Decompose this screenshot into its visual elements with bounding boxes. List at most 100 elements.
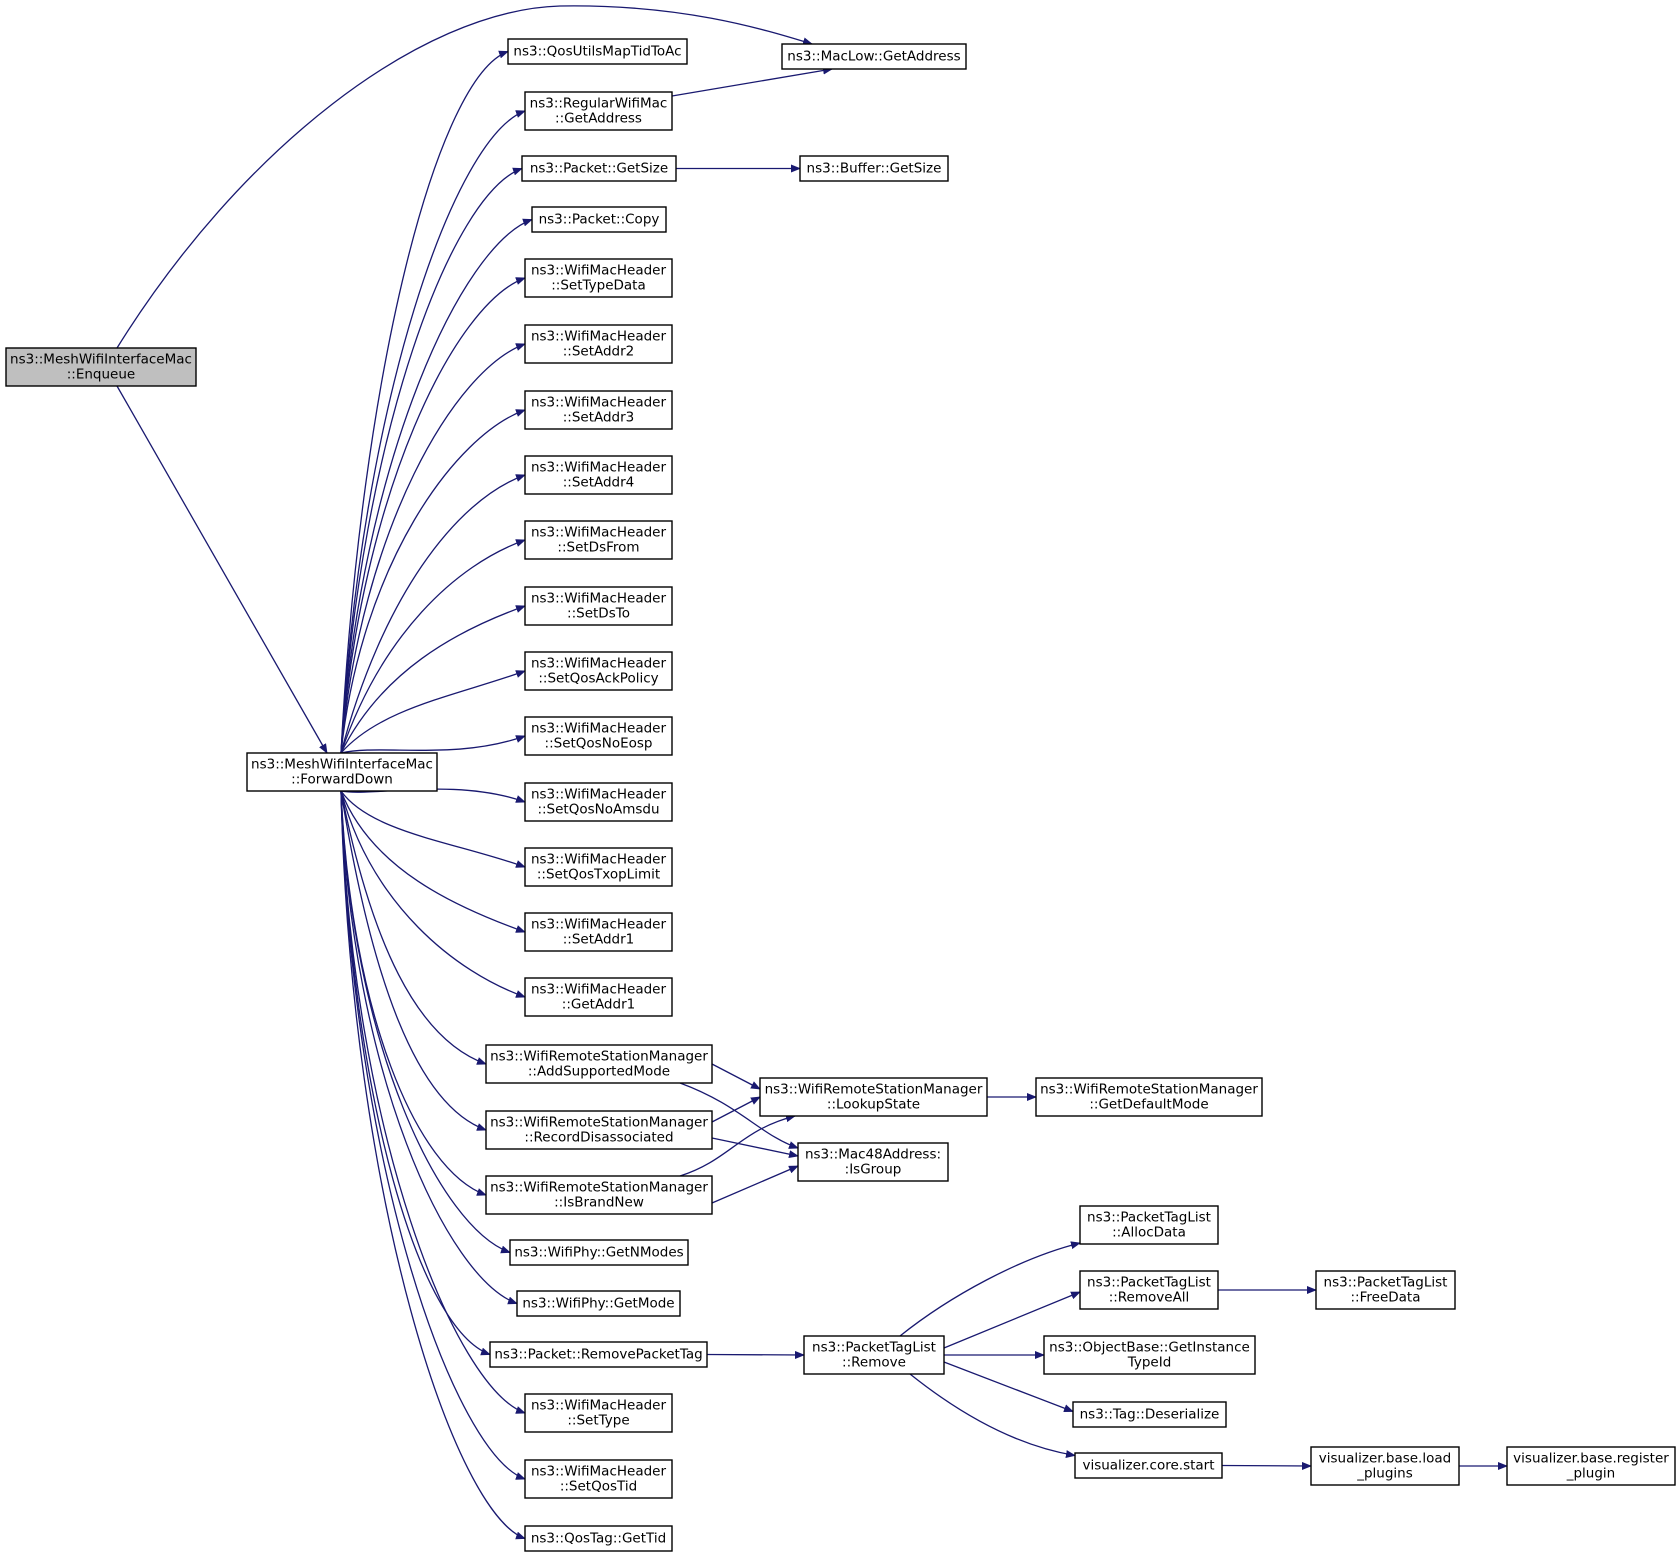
node-box[interactable]: [524, 586, 673, 626]
node-maclow_getaddress[interactable]: ns3::MacLow::GetAddress: [781, 43, 967, 70]
node-box[interactable]: [524, 1393, 673, 1433]
node-box[interactable]: [485, 1110, 713, 1150]
node-box[interactable]: [524, 847, 673, 887]
node-getaddr1[interactable]: ns3::WifiMacHeader::GetAddr1: [524, 977, 673, 1017]
node-box[interactable]: [759, 1077, 988, 1117]
node-box[interactable]: [485, 1175, 713, 1215]
node-setqosackpolicy[interactable]: ns3::WifiMacHeader::SetQosAckPolicy: [524, 651, 673, 691]
node-getmode[interactable]: ns3::WifiPhy::GetMode: [516, 1290, 681, 1317]
node-label-line: _plugin: [1566, 1466, 1616, 1482]
node-qostag_gettid[interactable]: ns3::QosTag::GetTid: [524, 1525, 673, 1552]
node-box[interactable]: [524, 455, 673, 495]
node-box[interactable]: [524, 258, 673, 298]
node-isgroup[interactable]: ns3::Mac48Address::IsGroup: [797, 1142, 949, 1182]
node-box[interactable]: [516, 1290, 681, 1317]
node-box[interactable]: [1315, 1270, 1456, 1310]
edge-regular_getaddress-to-maclow_getaddress: [671, 66, 833, 97]
node-viz_register_plugin[interactable]: visualizer.base.register_plugin: [1506, 1446, 1676, 1486]
node-qosutils[interactable]: ns3::QosUtilsMapTidToAc: [507, 38, 688, 65]
node-box[interactable]: [799, 155, 949, 182]
node-ptl_allocdata[interactable]: ns3::PacketTagList::AllocData: [1079, 1205, 1219, 1245]
node-box[interactable]: [1079, 1270, 1219, 1310]
edge-removepackettag-to-ptl_remove: [706, 1350, 805, 1359]
node-label-line: ::SetAddr4: [563, 475, 635, 491]
node-box[interactable]: [1079, 1205, 1219, 1245]
node-box[interactable]: [507, 38, 688, 65]
node-setqostid[interactable]: ns3::WifiMacHeader::SetQosTid: [524, 1459, 673, 1499]
node-box[interactable]: [524, 324, 673, 364]
node-setqosnoeosp[interactable]: ns3::WifiMacHeader::SetQosNoEosp: [524, 716, 673, 756]
node-box[interactable]: [509, 1239, 689, 1266]
node-buffer_getsize[interactable]: ns3::Buffer::GetSize: [799, 155, 949, 182]
node-setqostxoplimit[interactable]: ns3::WifiMacHeader::SetQosTxopLimit: [524, 847, 673, 887]
node-box[interactable]: [524, 1459, 673, 1499]
node-box[interactable]: [524, 91, 673, 131]
node-enqueue[interactable]: ns3::MeshWifiInterfaceMac::Enqueue: [5, 347, 197, 387]
node-ptl_removeall[interactable]: ns3::PacketTagList::RemoveAll: [1079, 1270, 1219, 1310]
node-tag_deserialize[interactable]: ns3::Tag::Deserialize: [1072, 1401, 1227, 1428]
node-viz_core_start[interactable]: visualizer.core.start: [1074, 1452, 1223, 1479]
node-box[interactable]: [524, 716, 673, 756]
node-box[interactable]: [524, 651, 673, 691]
node-box[interactable]: [485, 1044, 713, 1084]
node-removepackettag[interactable]: ns3::Packet::RemovePacketTag: [489, 1341, 708, 1368]
node-label-line: ns3::WifiRemoteStationManager: [765, 1082, 983, 1098]
node-box[interactable]: [5, 347, 197, 387]
node-setaddr3[interactable]: ns3::WifiMacHeader::SetAddr3: [524, 390, 673, 430]
node-box[interactable]: [1043, 1335, 1256, 1375]
node-label-line: ns3::WifiPhy::GetNModes: [514, 1245, 683, 1261]
node-box[interactable]: [797, 1142, 949, 1182]
node-setaddr1[interactable]: ns3::WifiMacHeader::SetAddr1: [524, 912, 673, 952]
node-setdsfrom[interactable]: ns3::WifiMacHeader::SetDsFrom: [524, 520, 673, 560]
node-box[interactable]: [803, 1335, 945, 1375]
node-lookupstate[interactable]: ns3::WifiRemoteStationManager::LookupSta…: [759, 1077, 988, 1117]
edge-forwarddown-to-setaddr1: [340, 790, 526, 933]
node-box[interactable]: [246, 752, 438, 792]
node-packet_getsize[interactable]: ns3::Packet::GetSize: [521, 155, 677, 182]
node-label-line: visualizer.base.register: [1513, 1451, 1669, 1467]
node-setdsto[interactable]: ns3::WifiMacHeader::SetDsTo: [524, 586, 673, 626]
node-isbrandnew[interactable]: ns3::WifiRemoteStationManager::IsBrandNe…: [485, 1175, 713, 1215]
node-getnmodes[interactable]: ns3::WifiPhy::GetNModes: [509, 1239, 689, 1266]
node-box[interactable]: [524, 977, 673, 1017]
node-setqosnoamsdu[interactable]: ns3::WifiMacHeader::SetQosNoAmsdu: [524, 782, 673, 822]
node-box[interactable]: [1310, 1446, 1460, 1486]
node-settype[interactable]: ns3::WifiMacHeader::SetType: [524, 1393, 673, 1433]
node-label-line: ns3::WifiRemoteStationManager: [490, 1115, 708, 1131]
node-box[interactable]: [1074, 1452, 1223, 1479]
node-box[interactable]: [524, 1525, 673, 1552]
node-label-line: ns3::WifiMacHeader: [531, 721, 667, 737]
node-viz_load_plugins[interactable]: visualizer.base.load_plugins: [1310, 1446, 1460, 1486]
edge-forwarddown-to-setdsto: [340, 605, 526, 754]
node-box[interactable]: [524, 912, 673, 952]
node-settypedata[interactable]: ns3::WifiMacHeader::SetTypeData: [524, 258, 673, 298]
node-box[interactable]: [524, 782, 673, 822]
node-box[interactable]: [531, 206, 667, 233]
node-addsupportedmode[interactable]: ns3::WifiRemoteStationManager::AddSuppor…: [485, 1044, 713, 1084]
node-getdefaultmode[interactable]: ns3::WifiRemoteStationManager::GetDefaul…: [1035, 1077, 1263, 1117]
node-ptl_remove[interactable]: ns3::PacketTagList::Remove: [803, 1335, 945, 1375]
node-box[interactable]: [524, 520, 673, 560]
node-box[interactable]: [1506, 1446, 1676, 1486]
node-label-line: TypeId: [1127, 1355, 1172, 1371]
node-packet_copy[interactable]: ns3::Packet::Copy: [531, 206, 667, 233]
node-box[interactable]: [489, 1341, 708, 1368]
node-box[interactable]: [781, 43, 967, 70]
node-box[interactable]: [1072, 1401, 1227, 1428]
node-label-line: ns3::PacketTagList: [1324, 1275, 1448, 1291]
node-regular_getaddress[interactable]: ns3::RegularWifiMac::GetAddress: [524, 91, 673, 131]
node-box[interactable]: [524, 390, 673, 430]
edge-forwarddown-to-getmode: [340, 790, 518, 1305]
node-label-line: ns3::Packet::Copy: [539, 212, 660, 228]
node-forwarddown[interactable]: ns3::MeshWifiInterfaceMac::ForwardDown: [246, 752, 438, 792]
node-recorddisassociated[interactable]: ns3::WifiRemoteStationManager::RecordDis…: [485, 1110, 713, 1150]
node-setaddr4[interactable]: ns3::WifiMacHeader::SetAddr4: [524, 455, 673, 495]
node-ptl_freedata[interactable]: ns3::PacketTagList::FreeData: [1315, 1270, 1456, 1310]
node-box[interactable]: [521, 155, 677, 182]
edge-ptl_remove-to-viz_core_start: [909, 1373, 1076, 1458]
node-label-line: ns3::WifiMacHeader: [531, 1398, 667, 1414]
node-setaddr2[interactable]: ns3::WifiMacHeader::SetAddr2: [524, 324, 673, 364]
node-box[interactable]: [1035, 1077, 1263, 1117]
